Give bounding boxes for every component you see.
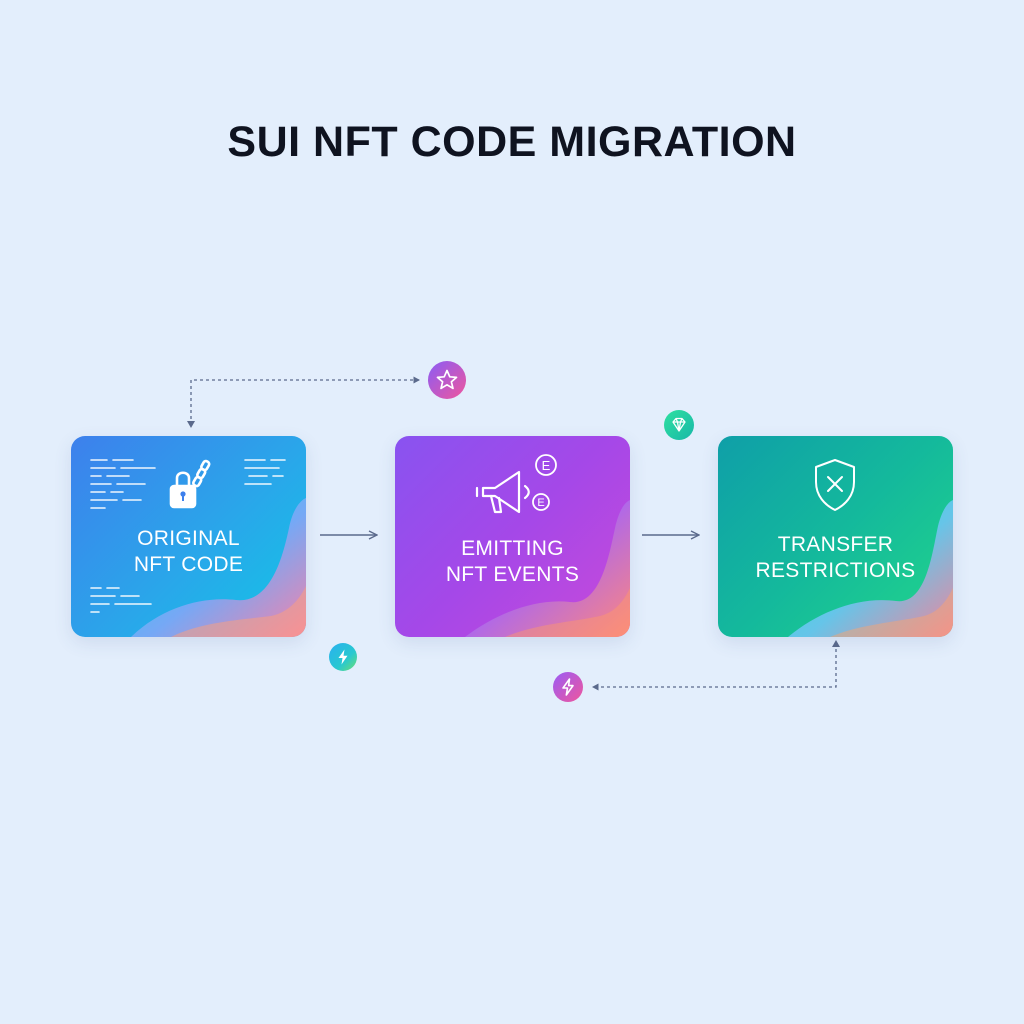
dashed-connector-bottom-start-arrow [832, 640, 840, 647]
step-label-line-1: EMITTING [461, 537, 564, 560]
step-label-line-2: NFT EVENTS [445, 563, 580, 586]
star-icon [428, 361, 466, 399]
step-label-line-2: RESTRICTIONS [755, 559, 916, 582]
svg-text:E: E [542, 458, 551, 473]
step-card-transfer-restrictions: TRANSFER RESTRICTIONS [718, 436, 953, 637]
shield-x-icon [815, 459, 855, 511]
step-label: ORIGINAL NFT CODE [71, 526, 306, 578]
step-card-original-nft-code: ORIGINAL NFT CODE [71, 436, 306, 637]
lightning-icon [329, 643, 357, 671]
step-card-emitting-nft-events: E E EMITTING NFT EVENTS [395, 436, 630, 637]
gem-icon [664, 410, 694, 440]
step-label-line-1: TRANSFER [777, 533, 894, 556]
padlock-chain-icon [169, 459, 211, 509]
step-label-line-1: ORIGINAL [137, 527, 240, 550]
card-decoration [90, 459, 306, 637]
diagram-title: SUI NFT CODE MIGRATION [227, 118, 797, 166]
event-e-badge-icon [532, 454, 557, 511]
dashed-connector-top [190, 376, 420, 425]
card-decoration [788, 459, 953, 637]
svg-text:E: E [537, 497, 544, 509]
step-label: EMITTING NFT EVENTS [395, 536, 630, 588]
step-label: TRANSFER RESTRICTIONS [718, 532, 953, 584]
dashed-connector-top-start-arrow [187, 421, 195, 428]
lightning-icon [553, 672, 583, 702]
card-decoration: E E [465, 454, 630, 637]
step-label-line-2: NFT CODE [133, 553, 244, 576]
dashed-connector-bottom [592, 643, 837, 691]
code-lines-icon [90, 459, 286, 613]
megaphone-icon [475, 470, 530, 514]
